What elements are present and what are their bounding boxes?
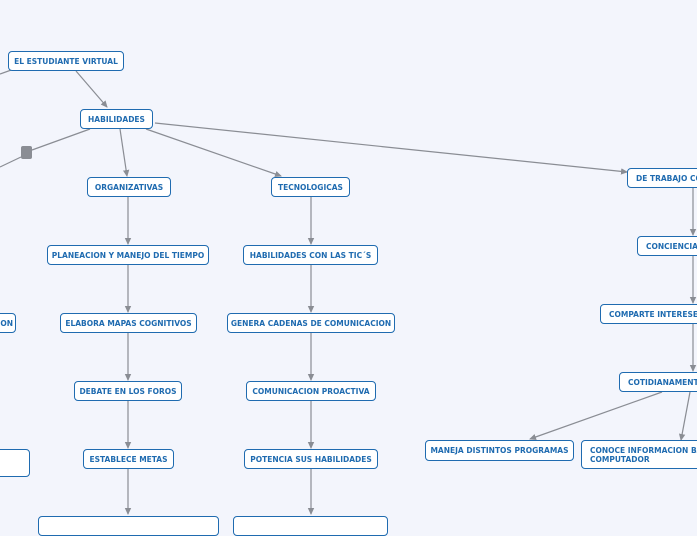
connector-habilidades-trabajo <box>154 122 628 175</box>
node-cotidianamente[interactable]: COTIDIANAMENT <box>619 372 697 392</box>
node-establece-metas[interactable]: ESTABLECE METAS <box>83 449 174 469</box>
connector-habilidades-tecnologicas <box>145 128 282 178</box>
node-elabora-mapas[interactable]: ELABORA MAPAS COGNITIVOS <box>60 313 197 333</box>
node-tecnologicas[interactable]: TECNOLOGICAS <box>271 177 350 197</box>
node-de-trabajo[interactable]: DE TRABAJO CO <box>627 168 697 188</box>
node-habilidades-tics[interactable]: HABILIDADES CON LAS TIC´S <box>243 245 378 265</box>
node-habilidades[interactable]: HABILIDADES <box>80 109 153 129</box>
node-comparte-intereses[interactable]: COMPARTE INTERESES <box>600 304 697 324</box>
connector-root-habilidades <box>75 70 108 108</box>
node-left-empty[interactable] <box>0 449 30 477</box>
node-bottom-left-partial[interactable] <box>38 516 219 536</box>
collapse-toggle-icon[interactable] <box>21 146 32 159</box>
node-left-partial[interactable]: ON <box>0 313 16 333</box>
node-organizativas[interactable]: ORGANIZATIVAS <box>87 177 171 197</box>
node-maneja-programas[interactable]: MANEJA DISTINTOS PROGRAMAS <box>425 440 574 461</box>
connector-cotidianamente-maneja <box>529 391 663 441</box>
connector-handle-offscreen <box>0 156 22 168</box>
node-potencia-habilidades[interactable]: POTENCIA SUS HABILIDADES <box>244 449 378 469</box>
node-conciencia[interactable]: CONCIENCIA <box>637 236 697 256</box>
node-debate-foros[interactable]: DEBATE EN LOS FOROS <box>74 381 182 401</box>
node-bottom-mid-partial[interactable] <box>233 516 388 536</box>
node-el-estudiante-virtual[interactable]: EL ESTUDIANTE VIRTUAL <box>8 51 124 71</box>
node-conoce-informacion[interactable]: CONOCE INFORMACION BA COMPUTADOR <box>581 440 697 469</box>
node-planeacion[interactable]: PLANEACION Y MANEJO DEL TIEMPO <box>47 245 209 265</box>
node-genera-cadenas[interactable]: GENERA CADENAS DE COMUNICACION <box>227 313 395 333</box>
connector-cotidianamente-conoce <box>678 391 691 441</box>
mind-map-canvas <box>0 68 697 515</box>
connector-habilidades-organizativas <box>119 128 130 177</box>
node-comunicacion-proactiva[interactable]: COMUNICACION PROACTIVA <box>246 381 376 401</box>
connector-habilidades-left <box>31 128 91 151</box>
